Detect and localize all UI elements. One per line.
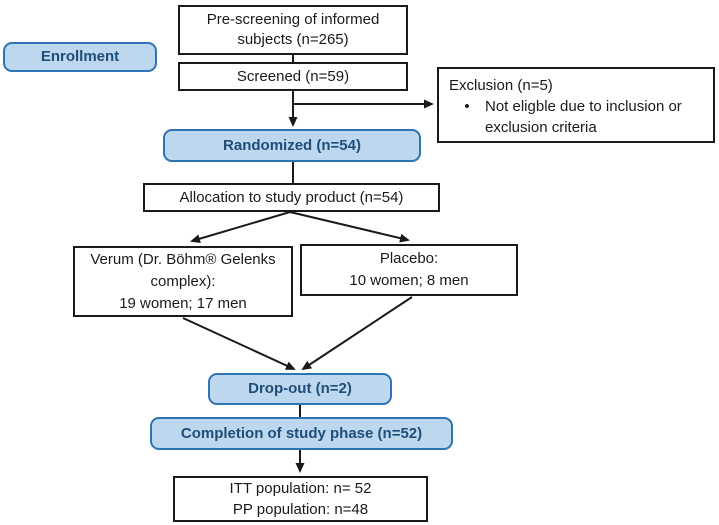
screened-box: Screened (n=59) [178,62,408,91]
placebo-group-box: Placebo: 10 women; 8 men [300,244,518,296]
verum-group-box: Verum (Dr. Böhm® Gelenks complex): 19 wo… [73,246,293,317]
prescreening-text-line1: Pre-screening of informed [206,11,380,28]
verum-text-line3: 19 women; 17 men [119,294,247,312]
placebo-text-line2: 10 women; 8 men [349,272,469,289]
enrollment-stage-label: Enrollment [3,42,157,72]
arrow-allocation-to-verum [190,211,291,244]
exclusion-box: Exclusion (n=5) • Not eligble due to inc… [437,67,715,143]
dropout-box: Drop-out (n=2) [208,373,392,405]
completion-text: Completion of study phase (n=52) [180,424,423,442]
exclusion-bullet-item: • Not eligble due to inclusion or exclus… [449,96,682,138]
exclusion-bullet-line1: Not eligble due to inclusion or [485,98,682,115]
dropout-text: Drop-out (n=2) [248,380,352,397]
verum-text-line2: complex): [150,272,216,290]
placebo-text-line1: Placebo: [379,250,439,267]
completion-box: Completion of study phase (n=52) [150,417,453,450]
enrollment-text: Enrollment [40,48,120,65]
prescreening-box: Pre-screening of informed subjects (n=26… [178,5,408,55]
exclusion-bullet-text: Not eligble due to inclusion or exclusio… [485,96,682,138]
arrow-placebo-to-dropout [301,296,413,371]
itt-population-text: ITT population: n= 52 [229,480,372,497]
randomized-text: Randomized (n=54) [223,136,361,154]
bullet-icon: • [464,98,470,115]
screened-text: Screened (n=59) [236,67,350,85]
verum-text-line1: Verum (Dr. Böhm® Gelenks [90,250,276,268]
arrow-allocation-to-placebo [289,211,410,243]
population-box: ITT population: n= 52 PP population: n=4… [173,476,428,522]
arrow-verum-to-dropout [182,317,296,370]
pp-population-text: PP population: n=48 [232,501,369,518]
exclusion-bullet-line2: exclusion criteria [485,119,597,136]
randomized-box: Randomized (n=54) [163,129,421,162]
allocation-text: Allocation to study product (n=54) [179,188,404,206]
exclusion-title: Exclusion (n=5) [449,77,553,94]
allocation-box: Allocation to study product (n=54) [143,183,440,212]
prescreening-text-line2: subjects (n=265) [237,31,349,48]
